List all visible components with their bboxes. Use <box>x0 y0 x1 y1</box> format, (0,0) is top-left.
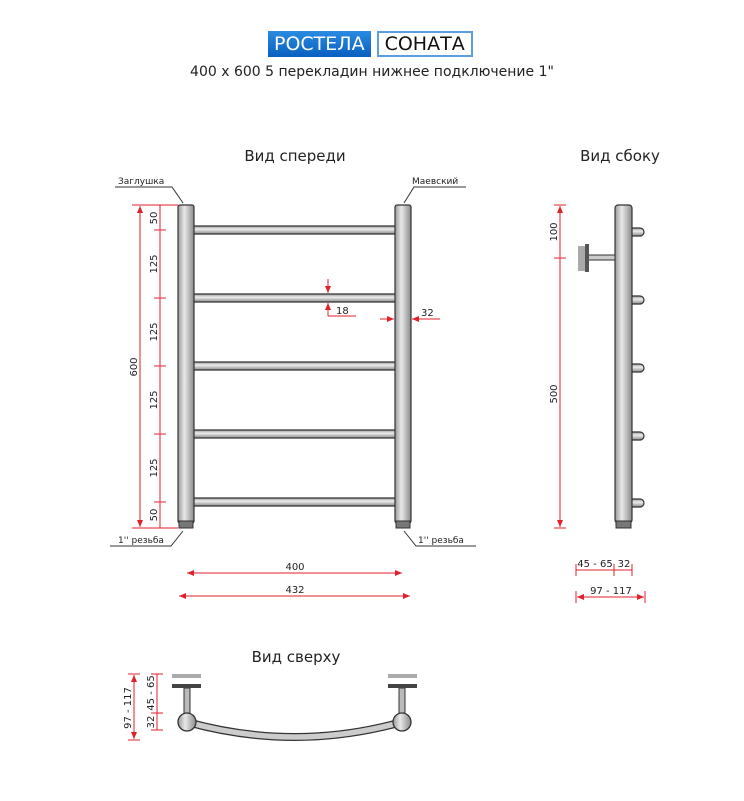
wall-bracket-rod <box>587 254 616 261</box>
dim-pipe-label: 32 <box>146 716 157 729</box>
towel-bar <box>188 361 400 371</box>
dim-bar-diameter-label: 18 <box>336 306 349 317</box>
dim-segment-label: 50 <box>149 212 160 225</box>
brand-label: РОСТЕЛА <box>268 31 371 57</box>
riser-pipe-section <box>177 712 197 732</box>
dim-mount-label: 500 <box>549 384 560 403</box>
dim-pipe-label: 32 <box>618 559 631 570</box>
wall-mount-flange <box>172 674 201 678</box>
side-view: Вид сбоку 100 500 45 - 65 32 97 - 117 <box>549 147 660 603</box>
wall-bracket-plate <box>172 684 201 688</box>
model-label: СОНАТА <box>376 31 473 57</box>
dim-height-label: 600 <box>129 357 140 376</box>
dim-segment-label: 125 <box>149 322 160 341</box>
riser-pipe-section <box>392 712 412 732</box>
right-riser-pipe <box>394 204 412 524</box>
towel-bar <box>188 293 400 303</box>
dim-segment-label: 125 <box>149 458 160 477</box>
towel-bar <box>188 429 400 439</box>
leader-line <box>115 186 184 204</box>
towel-bar <box>188 225 400 235</box>
side-riser-pipe <box>614 204 633 524</box>
curved-bar <box>186 719 403 740</box>
wall-bracket-plate <box>585 244 589 272</box>
top-view-title: Вид сверху <box>252 648 341 666</box>
top-view: Вид сверху 97 - 117 45 - 65 32 <box>123 648 417 741</box>
thread-icon <box>178 520 194 529</box>
dim-wall-gap-label: 45 - 65 <box>146 675 157 710</box>
product-subtitle: 400 x 600 5 перекладин нижнее подключени… <box>190 64 554 80</box>
wall-bracket-plate <box>388 684 417 688</box>
front-view-title: Вид спереди <box>244 147 345 165</box>
left-riser-pipe <box>177 204 195 524</box>
leader-line <box>403 530 476 547</box>
dim-wall-gap-label: 45 - 65 <box>577 559 612 570</box>
valve-label: Маевский <box>412 177 458 187</box>
dim-segment-label: 125 <box>149 254 160 273</box>
dim-segment-label: 50 <box>149 509 160 522</box>
dim-depth-label: 97 - 117 <box>590 586 632 597</box>
leader-line <box>403 186 466 204</box>
header-title: РОСТЕЛА СОНАТА <box>268 31 473 57</box>
plug-label: Заглушка <box>118 177 164 187</box>
dim-top-label: 100 <box>549 222 560 241</box>
dim-pipe-diameter-label: 32 <box>421 308 434 319</box>
thread-label-left: 1'' резьба <box>118 536 164 546</box>
dim-depth-label: 97 - 117 <box>123 687 134 729</box>
front-view: Вид спереди Заглушка Маевский 1'' резьба… <box>110 147 476 599</box>
thread-label-right: 1'' резьба <box>418 536 464 546</box>
side-view-title: Вид сбоку <box>580 147 660 165</box>
leader-line <box>110 530 184 547</box>
dim-segment-label: 125 <box>149 390 160 409</box>
wall-mount-flange <box>578 246 585 271</box>
towel-bar <box>188 497 400 507</box>
thread-icon <box>615 520 632 529</box>
thread-icon <box>395 520 411 529</box>
dim-total-width-label: 432 <box>285 585 304 596</box>
dim-axis-width-label: 400 <box>285 562 304 573</box>
wall-mount-flange <box>388 674 417 678</box>
